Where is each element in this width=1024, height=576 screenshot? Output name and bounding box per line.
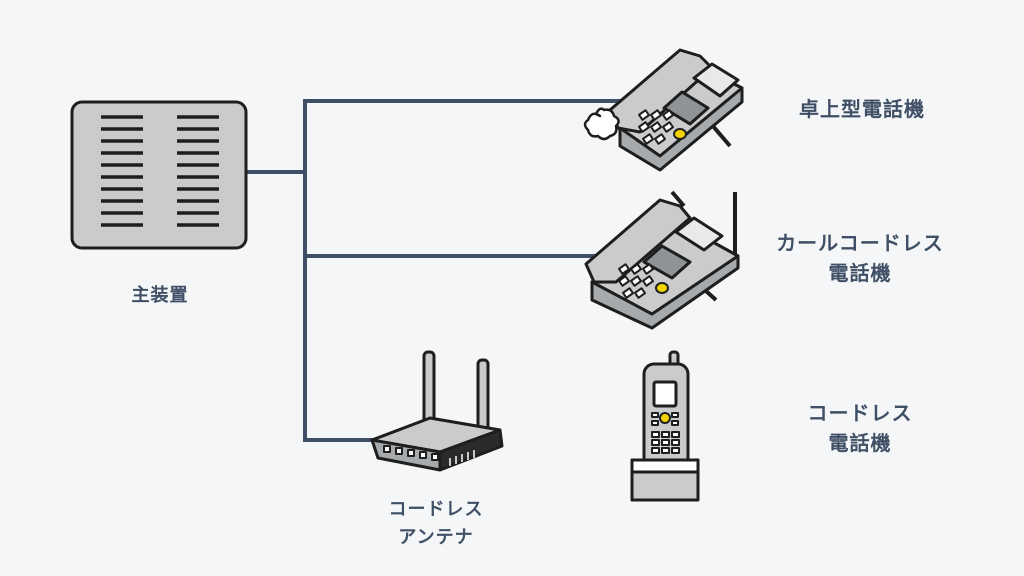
wiring	[244, 99, 622, 442]
cordless-phone-line2: 電話機	[828, 431, 892, 455]
curl-cordless-line1: カールコードレス	[776, 231, 944, 255]
desk-phone-icon	[583, 48, 744, 172]
main-unit-label: 主装置	[118, 282, 202, 310]
cordless-antenna-line1: コードレス	[388, 499, 484, 520]
curl-cordless-line2: 電話機	[828, 261, 892, 285]
cordless-phone-line1: コードレス	[807, 401, 913, 425]
cordless-antenna-label: コードレス アンテナ	[372, 496, 500, 552]
desk-phone-text: 卓上型電話機	[799, 97, 925, 121]
curl-cordless-phone-icon	[584, 190, 740, 330]
cordless-handset-icon	[630, 350, 700, 502]
cordless-phone-label: コードレス 電話機	[790, 398, 930, 458]
cordless-antenna-icon	[370, 350, 504, 472]
main-unit-text: 主装置	[131, 285, 189, 306]
curl-cordless-label: カールコードレス 電話機	[760, 228, 960, 288]
desk-phone-label: 卓上型電話機	[782, 94, 942, 124]
main-unit-icon	[70, 100, 248, 250]
cordless-antenna-line2: アンテナ	[398, 527, 474, 548]
